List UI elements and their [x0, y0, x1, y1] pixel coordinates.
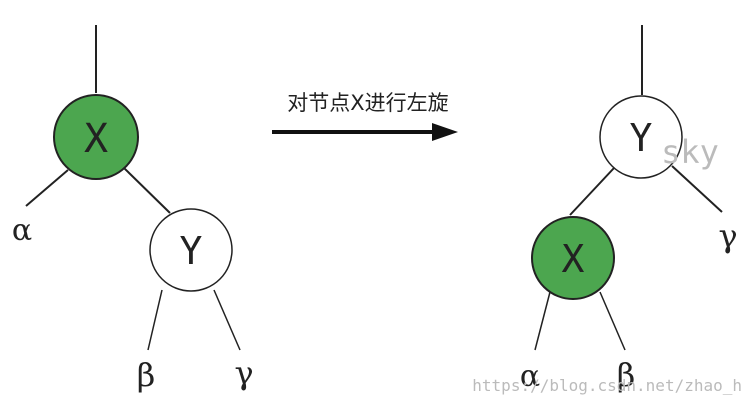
edge-x-alpha — [25, 169, 69, 207]
edge-y-gamma — [671, 165, 723, 213]
watermark-url: https://blog.csdn.net/zhao_h — [472, 376, 742, 395]
node-y — [149, 208, 233, 292]
watermark-sky: sky — [661, 133, 719, 171]
watermarks: sky https://blog.csdn.net/zhao_h — [472, 133, 742, 395]
leaf-alpha: α — [12, 213, 32, 248]
arrow-head-icon — [432, 123, 458, 141]
node-x-label: X — [84, 116, 108, 162]
node-y-label: Y — [630, 116, 653, 160]
leaf-beta: β — [617, 356, 636, 394]
leaf-alpha: α — [520, 359, 540, 394]
leaf-gamma: γ — [718, 217, 737, 255]
edge-y-beta — [147, 289, 163, 351]
node-x-label: X — [562, 237, 585, 281]
tree-after: Y X γ α β — [520, 25, 738, 394]
leaf-beta: β — [137, 356, 156, 394]
tree-before: X Y α β γ — [12, 25, 254, 394]
leaf-gamma: γ — [234, 354, 253, 392]
rotation-caption: 对节点X进行左旋 — [287, 91, 448, 115]
edge-x-y — [123, 167, 171, 214]
edge-x-alpha — [534, 291, 551, 351]
edge-y-gamma — [213, 289, 241, 351]
node-y — [599, 95, 683, 179]
edge-x-beta — [599, 291, 626, 351]
node-x — [531, 216, 615, 300]
edge-y-x — [569, 167, 615, 216]
transition: 对节点X进行左旋 — [272, 91, 458, 141]
node-x — [53, 94, 139, 180]
node-y-label: Y — [180, 229, 203, 273]
